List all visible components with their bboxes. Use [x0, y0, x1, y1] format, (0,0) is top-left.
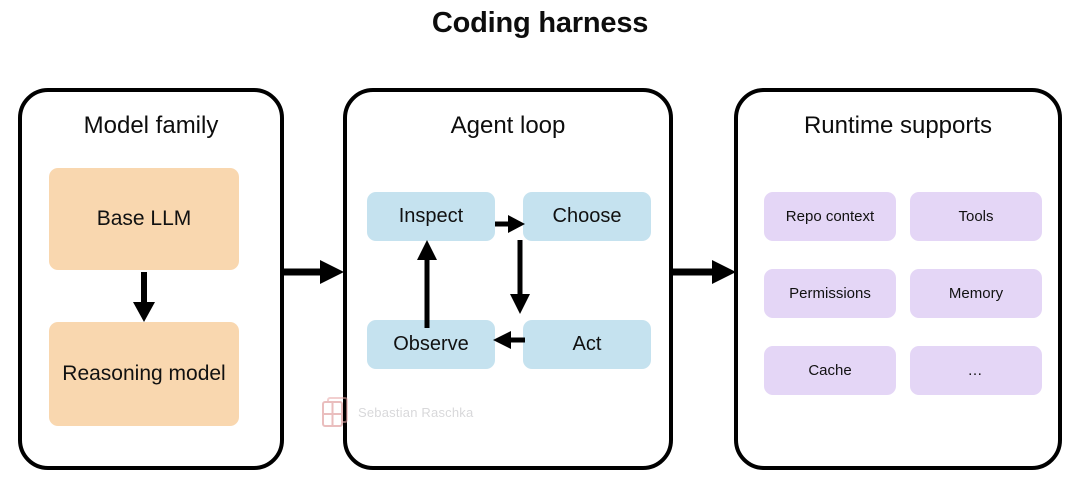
node-base-llm[interactable]: Base LLM	[49, 168, 239, 270]
node-memory[interactable]: Memory	[910, 269, 1042, 318]
node-choose[interactable]: Choose	[523, 192, 651, 241]
panel-model-family: Model family Base LLM Reasoning model	[18, 88, 284, 470]
panel-runtime-supports: Runtime supports Repo context Tools Perm…	[734, 88, 1062, 470]
book-logo-icon	[320, 396, 350, 428]
node-ellipsis[interactable]: …	[910, 346, 1042, 395]
panel-title-runtime-supports: Runtime supports	[803, 112, 993, 139]
page-title: Coding harness	[431, 7, 649, 39]
watermark-text: Sebastian Raschka	[358, 404, 474, 420]
panel-agent-loop: Agent loop Inspect Choose Observe Act	[343, 88, 673, 470]
node-tools[interactable]: Tools	[910, 192, 1042, 241]
node-repo-context[interactable]: Repo context	[764, 192, 896, 241]
arrow-agent-loop-to-runtime-supports	[672, 260, 736, 284]
panel-title-agent-loop: Agent loop	[450, 112, 566, 139]
watermark: Sebastian Raschka	[320, 396, 473, 428]
panel-title-model-family: Model family	[83, 112, 219, 139]
node-cache[interactable]: Cache	[764, 346, 896, 395]
node-reasoning-model[interactable]: Reasoning model	[49, 322, 239, 426]
arrow-model-family-to-agent-loop	[284, 260, 344, 284]
node-inspect[interactable]: Inspect	[367, 192, 495, 241]
node-permissions[interactable]: Permissions	[764, 269, 896, 318]
node-act[interactable]: Act	[523, 320, 651, 369]
node-observe[interactable]: Observe	[367, 320, 495, 369]
